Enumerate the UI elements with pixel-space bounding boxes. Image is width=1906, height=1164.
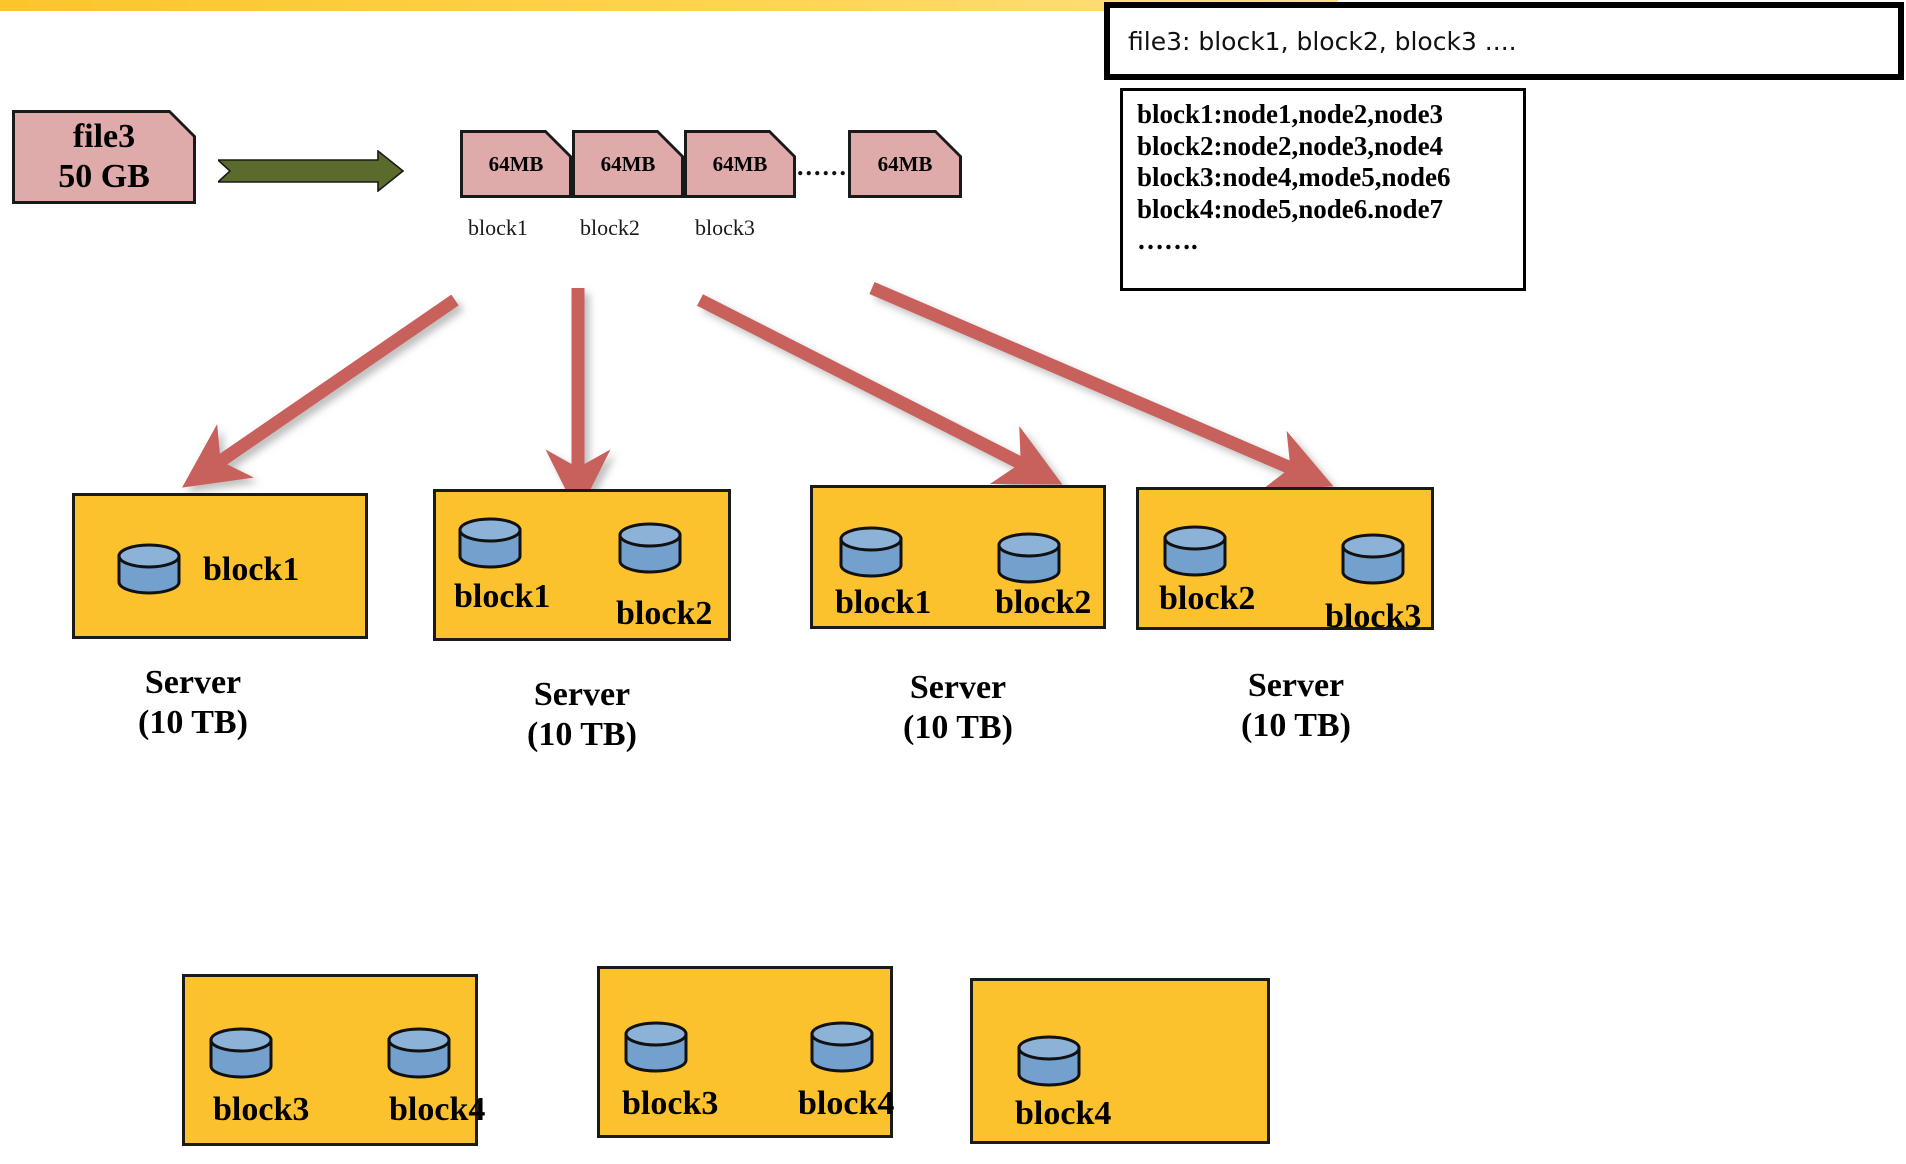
block-map-line: block2:node2,node3,node4 [1137,130,1444,161]
server-box-4[interactable]: block2 block3 [1136,487,1434,634]
chunk-fill-4: 64MB [851,133,959,195]
server-caption-line2: (10 TB) [527,716,637,754]
server-block-label: block1 [203,551,300,588]
source-file-shape: file3 50 GB [12,110,196,204]
disk-cylinder-icon [1017,1035,1081,1087]
server-block-label: block3 [213,1091,310,1128]
server-box-3[interactable]: block1 block2 [810,485,1106,629]
server-block-label: block2 [1159,580,1256,617]
chunk-fill-1: 64MB [463,133,569,195]
server-block-label: block1 [835,584,932,621]
chunk-shape-3: 64MB [684,130,796,198]
chunk-shape-4: 64MB [848,130,962,198]
disk-cylinder-icon [209,1027,273,1079]
split-green-arrow-icon [218,150,404,192]
disk-cylinder-icon [997,532,1061,584]
disk-cylinder-icon [1341,533,1405,585]
chunk-size-2: 64MB [600,151,656,176]
server-caption-line2: (10 TB) [1241,707,1351,745]
source-file-name: file3 [72,117,136,155]
server-caption-line2: (10 TB) [903,709,1013,747]
disk-cylinder-icon [624,1021,688,1073]
block-to-nodes-map-box: block1:node1,node2,node3 block2:node2,no… [1120,88,1526,291]
server-block-label: block2 [995,584,1092,621]
file-to-blocks-map-text: file3: block1, block2, block3 .... [1128,26,1517,56]
arrow-to-server-3 [697,294,1063,485]
server-caption-line1: Server [533,676,631,713]
server-block-label: block4 [389,1091,486,1128]
server-box-2[interactable]: block1 block2 [433,489,731,641]
chunk-shape-2: 64MB [572,130,684,198]
server-block-label: block4 [1015,1095,1112,1132]
server-caption-4: Server (10 TB) [1166,666,1426,746]
chunk-caption-1: block1 [468,215,528,240]
chunk-size-4: 64MB [877,151,933,176]
chunk-caption-2: block2 [580,215,640,240]
block-map-line: block4:node5,node6.node7 [1137,193,1444,224]
server-block-label: block2 [616,595,713,632]
chunk-size-1: 64MB [488,151,544,176]
server-caption-line1: Server [909,669,1007,706]
chunk-shape-1: 64MB [460,130,572,198]
chunk-caption-3: block3 [695,215,755,240]
block-map-line: block1:node1,node2,node3 [1137,99,1444,129]
top-accent-stripe [0,0,1338,11]
disk-cylinder-icon [1163,525,1227,577]
source-file-fill: file3 50 GB [15,113,193,201]
disk-cylinder-icon [387,1027,451,1079]
server-caption-line1: Server [1247,667,1345,704]
chunk-fill-2: 64MB [575,133,681,195]
disk-cylinder-icon [810,1021,874,1073]
arrow-to-server-1 [182,294,459,488]
server-caption-line2: (10 TB) [138,704,248,742]
chunk-fill-3: 64MB [687,133,793,195]
arrow-to-server-4 [869,282,1334,491]
server-caption-line1: Server [144,664,242,701]
disk-cylinder-icon [839,526,903,578]
block-map-line: ……. [1137,225,1198,256]
server-caption-2: Server (10 TB) [452,675,712,755]
disk-cylinder-icon [458,517,522,569]
server-caption-1: Server (10 TB) [63,663,323,743]
server-block-label: block1 [454,578,551,615]
server-caption-3: Server (10 TB) [828,668,1088,748]
source-file-size: 50 GB [58,158,150,195]
server-box-1[interactable]: block1 [72,493,368,639]
disk-cylinder-icon [618,522,682,574]
source-file-label: file3 50 GB [58,117,150,197]
file-to-blocks-map-box: file3: block1, block2, block3 .... [1104,2,1904,80]
chunk-size-3: 64MB [712,151,768,176]
server-block-label: block4 [798,1085,895,1122]
server-box-5[interactable]: block3 block4 [182,974,485,1146]
block-map-line: block3:node4,mode5,node6 [1137,162,1451,193]
server-block-label: block3 [622,1085,719,1122]
server-box-6[interactable]: block3 block4 [597,966,895,1138]
chunk-ellipsis: ...... [797,152,848,181]
server-block-label: block3 [1325,598,1422,635]
disk-cylinder-icon [117,543,181,595]
server-box-7[interactable]: block4 [970,978,1270,1144]
